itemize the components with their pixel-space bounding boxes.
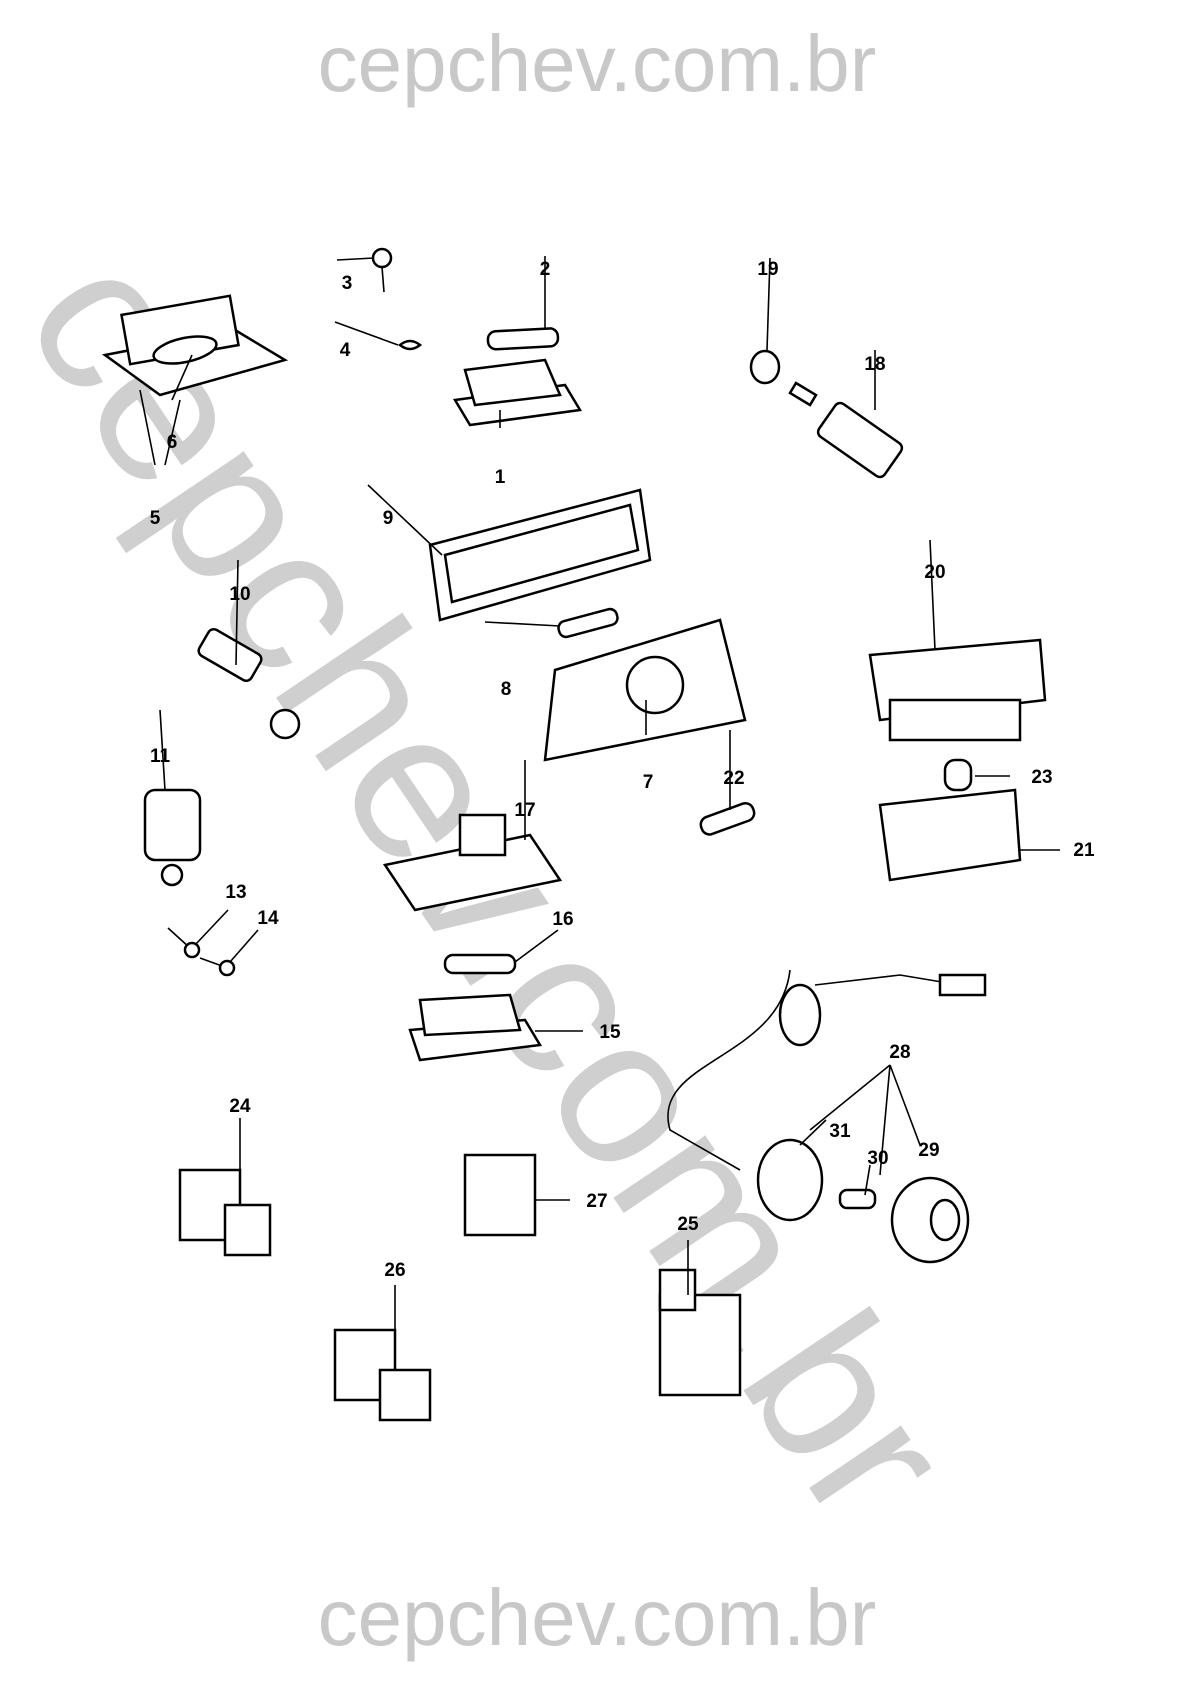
part-18-switch [788,381,904,479]
leader-lines [139,256,1060,1330]
part-8-bulb [557,607,619,639]
callout-26: 26 [384,1260,405,1281]
part-10-door-switch [197,627,301,740]
callout-29: 29 [918,1140,939,1161]
part-22-bulb [699,801,756,836]
part-28-harness-socket [667,969,987,1171]
part-11-door-switch [143,788,202,887]
part-26-switch [333,1328,432,1422]
watermark-bottom: cepchev.com.br [317,1573,877,1662]
callout-1: 1 [495,467,506,488]
callout-23: 23 [1031,767,1052,788]
part-24-switch [178,1168,272,1257]
part-7-lens [543,618,747,762]
callout-14: 14 [257,908,279,929]
part-6-bulb [152,335,218,365]
part-9-bezel [428,488,652,622]
part-4-clip [397,339,423,351]
callout-22: 22 [723,768,744,789]
callout-13: 13 [225,882,246,903]
callout-9: 9 [383,508,394,529]
callout-11: 11 [150,746,171,767]
part-1-lamp [452,358,583,427]
part-3-screw [371,247,393,293]
callout-25: 25 [677,1214,699,1235]
callout-8: 8 [501,679,512,700]
callout-15: 15 [599,1022,621,1043]
part-17-lamp [382,813,563,912]
part-15-lamp [408,993,543,1062]
callout-30: 30 [867,1148,888,1169]
part-30-bulb [838,1188,877,1210]
callout-2: 2 [540,259,551,280]
part-14-screw [199,957,236,977]
part-27-relay [463,1153,537,1237]
callout-20: 20 [924,562,945,583]
callout-31: 31 [829,1121,851,1142]
callout-16: 16 [552,909,573,930]
part-20-lamp [868,638,1047,742]
part-19-seal-ring [749,349,781,385]
part-21-housing [878,788,1022,882]
callout-4: 4 [340,340,351,361]
part-13-screw [167,927,201,959]
callout-6: 6 [167,432,178,453]
watermark-top: cepchev.com.br [317,19,877,108]
part-29-cap [890,1176,970,1264]
callout-24: 24 [229,1096,251,1117]
callout-17: 17 [514,800,535,821]
callout-10: 10 [229,584,250,605]
part-31-socket [756,1138,824,1222]
callout-27: 27 [586,1191,607,1212]
callout-5: 5 [150,508,161,529]
part-2-bulb [486,327,560,351]
callout-18: 18 [864,354,885,375]
callout-19: 19 [757,259,778,280]
part-16-bulb [443,953,517,975]
callout-21: 21 [1073,840,1095,861]
part-23-bulb [943,758,973,792]
callout-28: 28 [889,1042,910,1063]
part-25-relay [658,1268,742,1397]
callout-7: 7 [643,772,654,793]
callout-3: 3 [342,273,353,294]
